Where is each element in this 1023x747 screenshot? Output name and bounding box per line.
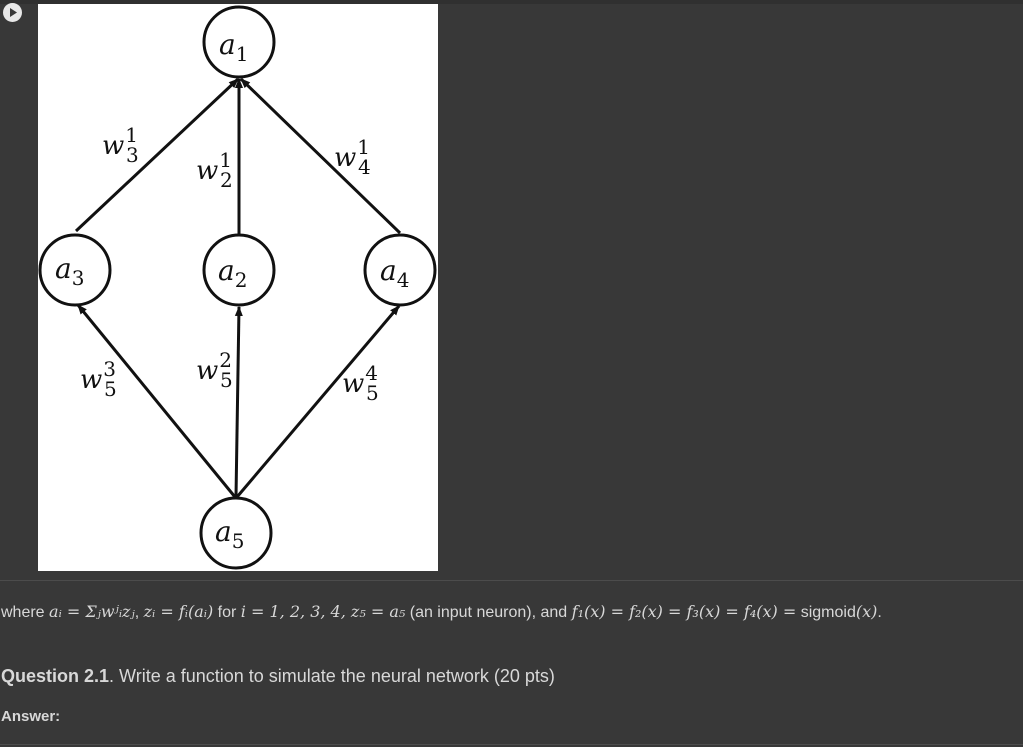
comma-text: , xyxy=(134,604,140,621)
node-a4: a4 xyxy=(363,233,437,307)
node-a5: a5 xyxy=(199,496,273,570)
bottom-divider xyxy=(0,744,1023,745)
previous-cell-edge xyxy=(0,0,1023,4)
question-number: Question 2.1 xyxy=(1,666,110,686)
sigmoid-text: sigmoid xyxy=(800,604,856,621)
index-formula: i = 1, 2, 3, 4, z₅ = a₅ xyxy=(240,602,406,621)
output-formula: zᵢ = fᵢ(aᵢ) xyxy=(143,602,214,621)
cell-divider xyxy=(0,580,1023,581)
formula-paragraph: where aᵢ = Σⱼwʲᵢzⱼ, zᵢ = fᵢ(aᵢ) for i = … xyxy=(1,602,882,622)
node-a2: a2 xyxy=(202,233,276,307)
svg-text:a3: a3 xyxy=(55,252,84,290)
sigmoid-arg: (x) xyxy=(855,602,878,621)
node-a2-base: a xyxy=(218,254,235,287)
edge-a5-a3 xyxy=(76,304,237,498)
node-a3: a3 xyxy=(38,233,112,307)
svg-text:a4: a4 xyxy=(380,254,409,292)
svg-text:a1: a1 xyxy=(219,28,248,66)
edge-a3-a1 xyxy=(74,77,240,233)
node-a3-base: a xyxy=(55,252,72,285)
edge-a5-a4 xyxy=(235,305,401,498)
svg-text:a5: a5 xyxy=(215,515,244,553)
where-text: where xyxy=(1,604,45,621)
node-a4-base: a xyxy=(380,254,397,287)
node-a1-base: a xyxy=(219,28,236,61)
node-a1-sub: 1 xyxy=(236,42,249,66)
function-equality-formula: f₁(x) = f₂(x) = f₃(x) = f₄(x) = xyxy=(571,602,797,621)
edge-a4-a1 xyxy=(239,77,402,235)
question-heading: Question 2.1. Write a function to simula… xyxy=(1,666,555,687)
period-text: . xyxy=(877,604,882,621)
play-icon xyxy=(10,8,17,17)
svg-text:a2: a2 xyxy=(218,254,247,292)
node-a5-sub: 5 xyxy=(232,529,245,553)
for-text: for xyxy=(217,604,237,621)
node-a3-sub: 3 xyxy=(72,266,85,290)
node-a1: a1 xyxy=(202,5,276,79)
node-a2-sub: 2 xyxy=(235,268,248,292)
edge-a5-a2 xyxy=(234,306,243,498)
run-cell-button[interactable] xyxy=(3,3,22,22)
node-a4-sub: 4 xyxy=(397,268,410,292)
answer-label: Answer: xyxy=(1,708,61,725)
question-text: . Write a function to simulate the neura… xyxy=(109,666,555,686)
input-neuron-note: (an input neuron), and xyxy=(409,604,568,621)
activation-formula: aᵢ = Σⱼwʲᵢzⱼ xyxy=(49,602,135,621)
node-a5-base: a xyxy=(215,515,232,548)
